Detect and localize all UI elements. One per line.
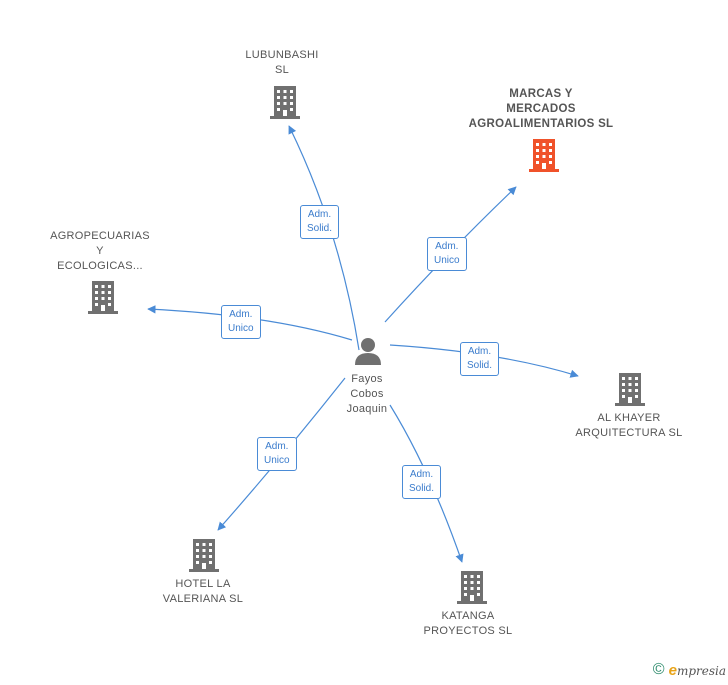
person-icon[interactable]: [353, 336, 383, 366]
edge-label-katanga: Adm. Solid.: [402, 465, 442, 499]
edge-label-hotel: Adm. Unico: [257, 437, 297, 471]
edge-label-agropecuarias: Adm. Unico: [221, 305, 261, 339]
building-icon[interactable]: [455, 569, 489, 605]
edge-label-lubunbashi: Adm. Solid.: [300, 205, 340, 239]
company-label-katanga[interactable]: KATANGA PROYECTOS SL: [423, 610, 513, 637]
empresia-watermark: © empresia: [653, 661, 726, 679]
building-icon[interactable]: [268, 84, 302, 120]
company-label-alkhayer[interactable]: AL KHAYER ARQUITECTURA SL: [575, 412, 683, 439]
company-label-lubunbashi[interactable]: LUBUNBASHI SL: [245, 49, 319, 76]
edge-label-marcas: Adm. Unico: [427, 237, 467, 271]
building-icon-highlight[interactable]: [527, 137, 561, 173]
brand-logo-text: mpresia: [676, 663, 726, 678]
person-label[interactable]: Fayos Cobos Joaquin: [346, 373, 388, 415]
building-icon[interactable]: [86, 279, 120, 315]
company-label-hotel[interactable]: HOTEL LA VALERIANA SL: [162, 578, 244, 605]
edge-label-alkhayer: Adm. Solid.: [460, 342, 500, 376]
building-icon[interactable]: [613, 371, 647, 407]
brand-logo-initial: e: [668, 661, 677, 679]
building-icon[interactable]: [187, 537, 221, 573]
company-label-agropecuarias[interactable]: AGROPECUARIAS Y ECOLOGICAS...: [50, 230, 150, 272]
company-label-marcas[interactable]: MARCAS Y MERCADOS AGROALIMENTARIOS SL: [468, 88, 614, 130]
copyright-symbol: ©: [652, 661, 665, 678]
